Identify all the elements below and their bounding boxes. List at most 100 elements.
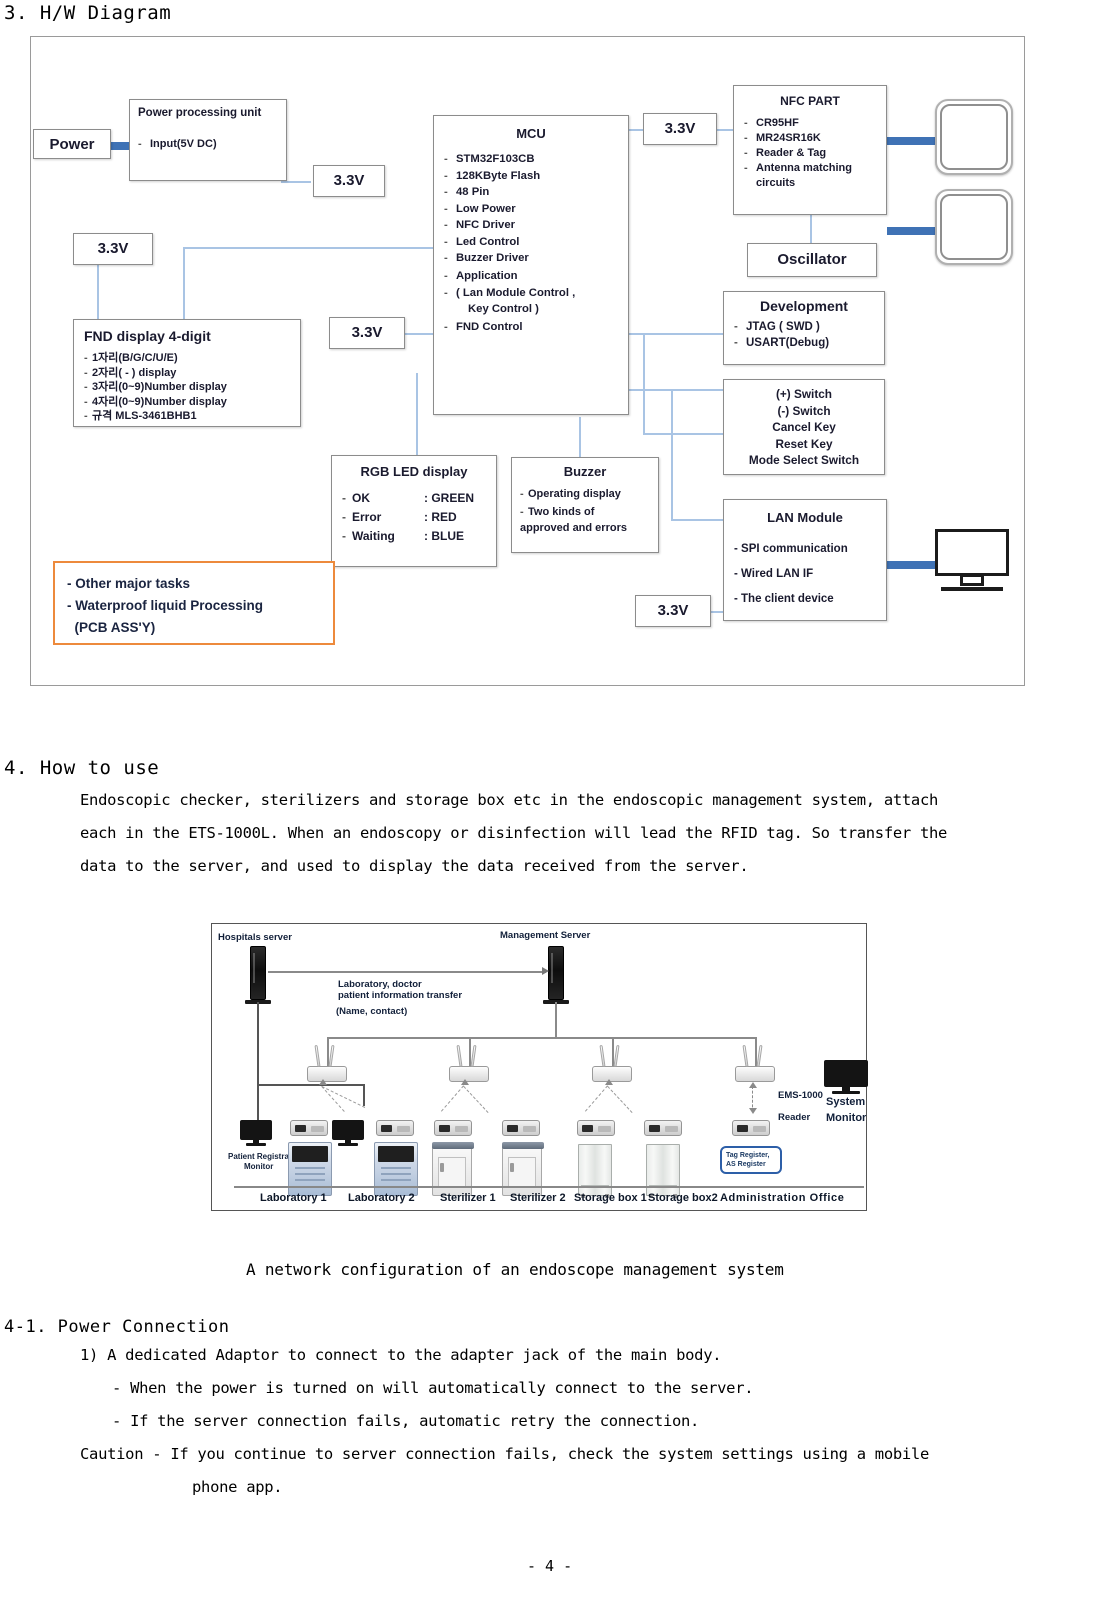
rfid-reader-1 bbox=[290, 1120, 328, 1136]
rfid-reader-4 bbox=[502, 1120, 540, 1136]
switch-item: (+) Switch bbox=[775, 387, 833, 401]
link-to-lan-h bbox=[671, 519, 723, 521]
block-rgb-title: RGB LED display bbox=[360, 464, 468, 479]
wireless-link bbox=[321, 1086, 345, 1112]
line-mgmt-drop bbox=[555, 1002, 557, 1038]
block-mcu: MCU -STM32F103CB -128KByte Flash -48 Pin… bbox=[433, 115, 629, 415]
nfc-item: -Reader & Tag bbox=[744, 147, 827, 159]
link-nfc-antenna2 bbox=[887, 227, 935, 235]
mcu-item: -Led Control bbox=[444, 235, 520, 248]
rfid-reader-7 bbox=[732, 1120, 770, 1136]
block-development-title: Development bbox=[760, 298, 848, 314]
block-other-major-tasks: - Other major tasks - Waterproof liquid … bbox=[53, 561, 335, 645]
power-connection-line: phone app. bbox=[192, 1478, 283, 1496]
label-management-server: Management Server bbox=[500, 930, 591, 941]
block-buzzer: Buzzer -Operating display -Two kinds of … bbox=[511, 457, 659, 553]
bottom-label: Storage box 1 bbox=[574, 1192, 647, 1204]
storage-box-2 bbox=[646, 1144, 680, 1198]
block-ppu-title: Power processing unit bbox=[138, 107, 262, 119]
block-power-label: Power bbox=[49, 136, 95, 153]
fnd-item: -규격 MLS-3461BHB1 bbox=[84, 410, 197, 422]
sterilizer-1 bbox=[432, 1142, 474, 1196]
how-to-use-line: data to the server, and used to display … bbox=[80, 857, 749, 875]
link-nfc-antenna1 bbox=[887, 137, 935, 145]
block-oscillator: Oscillator bbox=[747, 243, 877, 277]
line-lab2-drop bbox=[363, 1084, 365, 1106]
section-heading-power-connection: 4-1. Power Connection bbox=[4, 1317, 230, 1337]
block-buzzer-title: Buzzer bbox=[563, 464, 607, 479]
link-mcu-left-upper bbox=[183, 247, 433, 249]
wireless-link bbox=[463, 1086, 489, 1114]
bottom-label: Sterilizer 1 bbox=[440, 1192, 496, 1204]
mcu-item: -FND Control bbox=[444, 320, 523, 333]
transfer-note-line: patient information transfer bbox=[338, 990, 463, 1001]
hospitals-server-icon bbox=[250, 946, 266, 1000]
mcu-item: -STM32F103CB bbox=[444, 153, 535, 165]
bottom-label: Sterilizer 2 bbox=[510, 1192, 566, 1204]
bottom-label: Laboratory 1 bbox=[260, 1192, 327, 1204]
buzzer-item: -Two kinds of bbox=[520, 506, 595, 518]
rgb-row: -Error: RED bbox=[342, 510, 457, 524]
link-lan-monitor bbox=[887, 561, 935, 569]
mcu-item: -Low Power bbox=[444, 202, 516, 215]
fnd-item: -3자리(0~9)Number display bbox=[84, 381, 227, 393]
tag-register-line: Tag Register, bbox=[726, 1152, 770, 1159]
arrowhead-right-icon bbox=[542, 967, 549, 975]
wireless-link bbox=[440, 1085, 464, 1112]
bottom-label: Storage box2 bbox=[648, 1192, 718, 1204]
system-monitor-icon bbox=[824, 1060, 868, 1094]
fnd-item: -4자리(0~9)Number display bbox=[84, 395, 227, 408]
block-power: Power bbox=[33, 129, 111, 159]
arrow-hospital-to-management bbox=[268, 971, 546, 973]
tag-register-line: AS Register bbox=[726, 1161, 766, 1169]
hw-diagram-frame: Power Power processing unit -Input(5V DC… bbox=[30, 36, 1025, 686]
block-power-processing-unit: Power processing unit -Input(5V DC) bbox=[129, 99, 287, 181]
block-lan-title: LAN Module bbox=[767, 510, 843, 525]
rgb-row: -Waiting: BLUE bbox=[342, 529, 464, 543]
line-hospital-drop bbox=[257, 1002, 259, 1128]
link-to-switch-h bbox=[643, 433, 723, 435]
label-system-monitor-line: System bbox=[826, 1096, 866, 1108]
bus-horizontal bbox=[327, 1037, 755, 1039]
dev-item: -USART(Debug) bbox=[734, 337, 830, 349]
bus-branch-3 bbox=[612, 1037, 614, 1067]
block-fnd-display: FND display 4-digit -1자리(B/G/C/U/E) -2자리… bbox=[73, 319, 301, 427]
management-server-icon bbox=[548, 946, 564, 1000]
access-point-1 bbox=[307, 1044, 347, 1082]
buzzer-item: -Operating display bbox=[520, 488, 621, 500]
patient-monitor-2 bbox=[332, 1120, 364, 1146]
block-nfc-part: NFC PART -CR95HF -MR24SR16K -Reader & Ta… bbox=[733, 85, 887, 215]
lan-item: - SPI communication bbox=[734, 543, 848, 555]
rfid-reader-5 bbox=[577, 1120, 615, 1136]
tag-register-box: Tag Register, AS Register bbox=[720, 1146, 782, 1174]
mcu-item: -48 Pin bbox=[444, 186, 490, 198]
rfid-reader-6 bbox=[644, 1120, 682, 1136]
storage-box-1 bbox=[578, 1144, 612, 1198]
link-power-thick bbox=[109, 142, 139, 150]
other-task-line: - Other major tasks bbox=[67, 576, 191, 591]
arrowhead-up-icon bbox=[605, 1079, 613, 1085]
bottom-label: Laboratory 2 bbox=[348, 1192, 415, 1204]
fnd-item: -1자리(B/G/C/U/E) bbox=[84, 352, 178, 364]
voltage-box-fnd: 3.3V bbox=[73, 233, 153, 265]
other-task-line: - Waterproof liquid Processing bbox=[67, 598, 264, 613]
mcu-item: -Application bbox=[444, 269, 518, 282]
mcu-item: -128KByte Flash bbox=[444, 169, 541, 182]
label-system-monitor-line: Monitor bbox=[826, 1112, 867, 1124]
power-connection-line: - If the server connection fails, automa… bbox=[112, 1412, 700, 1430]
link-mcu-to-switch bbox=[627, 389, 723, 391]
voltage-box-ppu-out: 3.3V bbox=[313, 165, 385, 197]
nfc-item: -Antenna matching bbox=[744, 162, 852, 174]
buzzer-item-cont: approved and errors bbox=[520, 522, 627, 534]
power-connection-line: - When the power is turned on will autom… bbox=[112, 1379, 754, 1397]
fnd-item: -2자리( - ) display bbox=[84, 366, 177, 379]
bottom-label: Administration Office bbox=[720, 1192, 845, 1204]
wireless-link bbox=[584, 1085, 608, 1112]
line-hospital-to-lab bbox=[257, 1084, 365, 1086]
block-development: Development -JTAG ( SWD ) -USART(Debug) bbox=[723, 291, 885, 365]
mcu-item: -NFC Driver bbox=[444, 219, 516, 231]
access-point-4 bbox=[735, 1044, 775, 1082]
lan-item: - Wired LAN IF bbox=[734, 568, 814, 580]
mcu-item: -( Lan Module Control , bbox=[444, 286, 576, 299]
